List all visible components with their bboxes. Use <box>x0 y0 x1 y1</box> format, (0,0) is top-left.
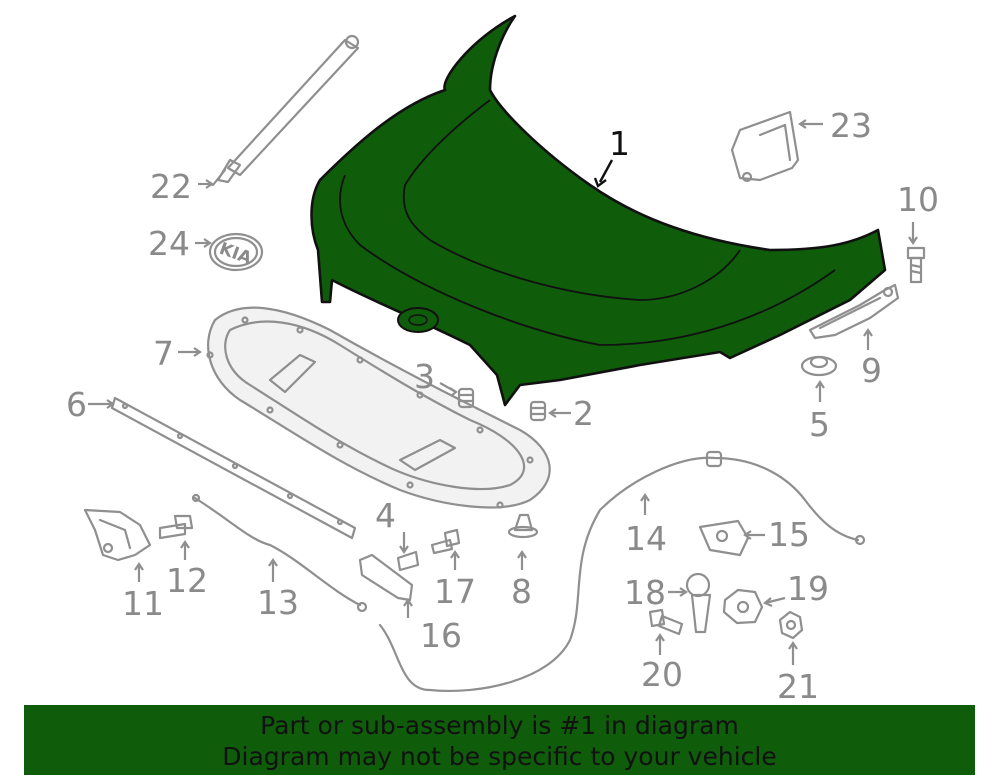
hood-insulator-part <box>206 306 551 509</box>
callout-16: 16 <box>420 616 462 655</box>
callout-14: 14 <box>625 519 667 558</box>
callout-2: 2 <box>573 394 594 433</box>
callout-12: 12 <box>166 561 208 600</box>
callout-8: 8 <box>511 572 532 611</box>
bolt-12-part <box>158 514 194 540</box>
callout-24: 24 <box>148 224 190 263</box>
bolt-17-part <box>430 528 461 555</box>
callout-21: 21 <box>777 667 819 706</box>
kia-emblem-part: KIA <box>208 232 264 272</box>
clip-8-part <box>507 513 539 539</box>
callout-3: 3 <box>414 357 435 396</box>
callout-23: 23 <box>830 106 872 145</box>
callout-10: 10 <box>897 180 939 219</box>
bumper-3-part <box>457 387 475 409</box>
callout-17: 17 <box>434 572 476 611</box>
latch-11-part <box>83 508 152 562</box>
bracket-23-part <box>730 110 800 183</box>
banner-line-2: Diagram may not be specific to your vehi… <box>222 742 777 771</box>
callout-1: 1 <box>609 124 630 163</box>
callout-15: 15 <box>768 515 810 554</box>
callout-18: 18 <box>624 573 666 612</box>
callout-19: 19 <box>787 569 829 608</box>
striker-4-part <box>396 550 420 572</box>
disclaimer-banner: Part or sub-assembly is #1 in diagram Di… <box>24 705 975 775</box>
callout-4: 4 <box>375 496 396 535</box>
hood-strut-part <box>211 34 360 187</box>
nut-21-part <box>778 610 804 640</box>
emblem-text: KIA <box>217 239 255 269</box>
callout-9: 9 <box>861 351 882 390</box>
grommet-5-part <box>800 355 838 377</box>
bolt-20-part <box>648 608 684 636</box>
lever-15-part <box>698 519 750 557</box>
callout-11: 11 <box>122 584 164 623</box>
banner-line-1: Part or sub-assembly is #1 in diagram <box>260 711 739 740</box>
handle-18-part <box>685 572 712 634</box>
callout-13: 13 <box>257 583 299 622</box>
bolt-10-part <box>906 246 926 284</box>
leader-lines <box>88 119 918 665</box>
callout-5: 5 <box>809 405 830 444</box>
callout-20: 20 <box>641 655 683 694</box>
release-cable-13-part <box>191 493 368 613</box>
hinge-9-part <box>808 283 900 340</box>
hood-panel-part <box>310 14 887 407</box>
callout-labels: 1 2 3 4 5 6 7 8 9 10 11 12 13 14 15 16 1… <box>66 106 939 706</box>
release-cable-14-part <box>378 450 866 692</box>
callout-7: 7 <box>153 334 174 373</box>
callout-6: 6 <box>66 385 87 424</box>
bezel-19-part <box>722 588 764 625</box>
callout-22: 22 <box>150 167 192 206</box>
bumper-2-part <box>529 400 547 422</box>
bracket-16-part <box>358 553 414 602</box>
